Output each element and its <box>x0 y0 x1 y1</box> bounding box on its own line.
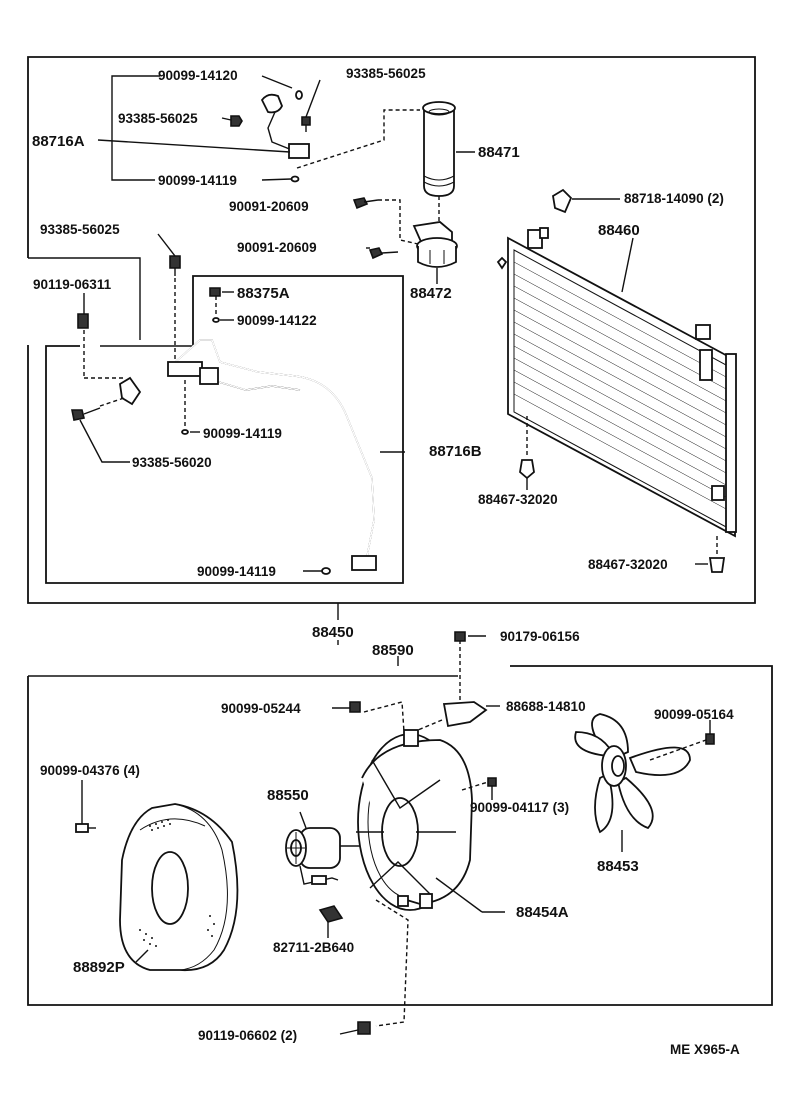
label-88716B: 88716B <box>429 443 482 460</box>
label-90099-04117: 90099-04117 (3) <box>470 800 569 815</box>
part-labels: 90099-14120 93385-56025 93385-56025 8871… <box>32 66 740 1057</box>
label-93385-56025-left: 93385-56025 <box>118 111 198 126</box>
label-90179-06156: 90179-06156 <box>500 629 580 644</box>
label-88375A: 88375A <box>237 285 290 302</box>
label-90099-14119-mid: 90099-14119 <box>203 426 282 441</box>
label-90119-06602: 90119-06602 (2) <box>198 1028 297 1043</box>
label-88550: 88550 <box>267 787 309 804</box>
label-93385-56025-top: 93385-56025 <box>346 66 426 81</box>
motor-88550 <box>285 811 372 885</box>
label-88590: 88590 <box>372 642 414 659</box>
pipe-88716B <box>71 233 405 575</box>
footer-diagram-code: ME X965-A <box>670 1042 740 1057</box>
pipe-88716B-frame <box>45 275 404 584</box>
receiver-88471 <box>422 101 475 224</box>
label-88454A: 88454A <box>516 904 569 921</box>
fan-88453 <box>574 713 715 852</box>
label-88718-14090: 88718-14090 (2) <box>624 191 724 206</box>
label-88450: 88450 <box>312 624 354 641</box>
lower-assembly-frame <box>27 640 773 1006</box>
label-88467-32020-b: 88467-32020 <box>588 557 668 572</box>
label-93385-56025-mid: 93385-56025 <box>40 222 120 237</box>
label-88472: 88472 <box>410 285 452 302</box>
label-90099-14119-bottom: 90099-14119 <box>197 564 276 579</box>
label-93385-56020: 93385-56020 <box>132 455 212 470</box>
label-88892P: 88892P <box>73 959 125 976</box>
pipe-88716A <box>97 75 420 183</box>
cover-88892P <box>75 780 239 972</box>
label-88688-14810: 88688-14810 <box>506 699 586 714</box>
label-88467-32020-a: 88467-32020 <box>478 492 558 507</box>
condenser-88460 <box>496 188 737 573</box>
label-82711-2B640: 82711-2B640 <box>273 940 354 955</box>
label-88460: 88460 <box>598 222 640 239</box>
label-88471: 88471 <box>478 144 520 161</box>
label-90091-20609-a: 90091-20609 <box>229 199 309 214</box>
label-88716A: 88716A <box>32 133 85 150</box>
bracket-88472 <box>352 197 458 284</box>
label-90099-14120: 90099-14120 <box>158 68 238 83</box>
label-90091-20609-b: 90091-20609 <box>237 240 317 255</box>
label-90099-05164: 90099-05164 <box>654 707 734 722</box>
label-90099-04376: 90099-04376 (4) <box>40 763 140 778</box>
clip-82711-2B640 <box>318 899 409 1035</box>
label-88453: 88453 <box>597 858 639 875</box>
label-90099-14119-top: 90099-14119 <box>158 173 237 188</box>
upper-assembly-frame <box>27 56 756 620</box>
label-90119-06311: 90119-06311 <box>33 277 112 292</box>
label-90099-14122: 90099-14122 <box>237 313 317 328</box>
shroud-88454A <box>332 631 505 913</box>
label-90099-05244: 90099-05244 <box>221 701 301 716</box>
